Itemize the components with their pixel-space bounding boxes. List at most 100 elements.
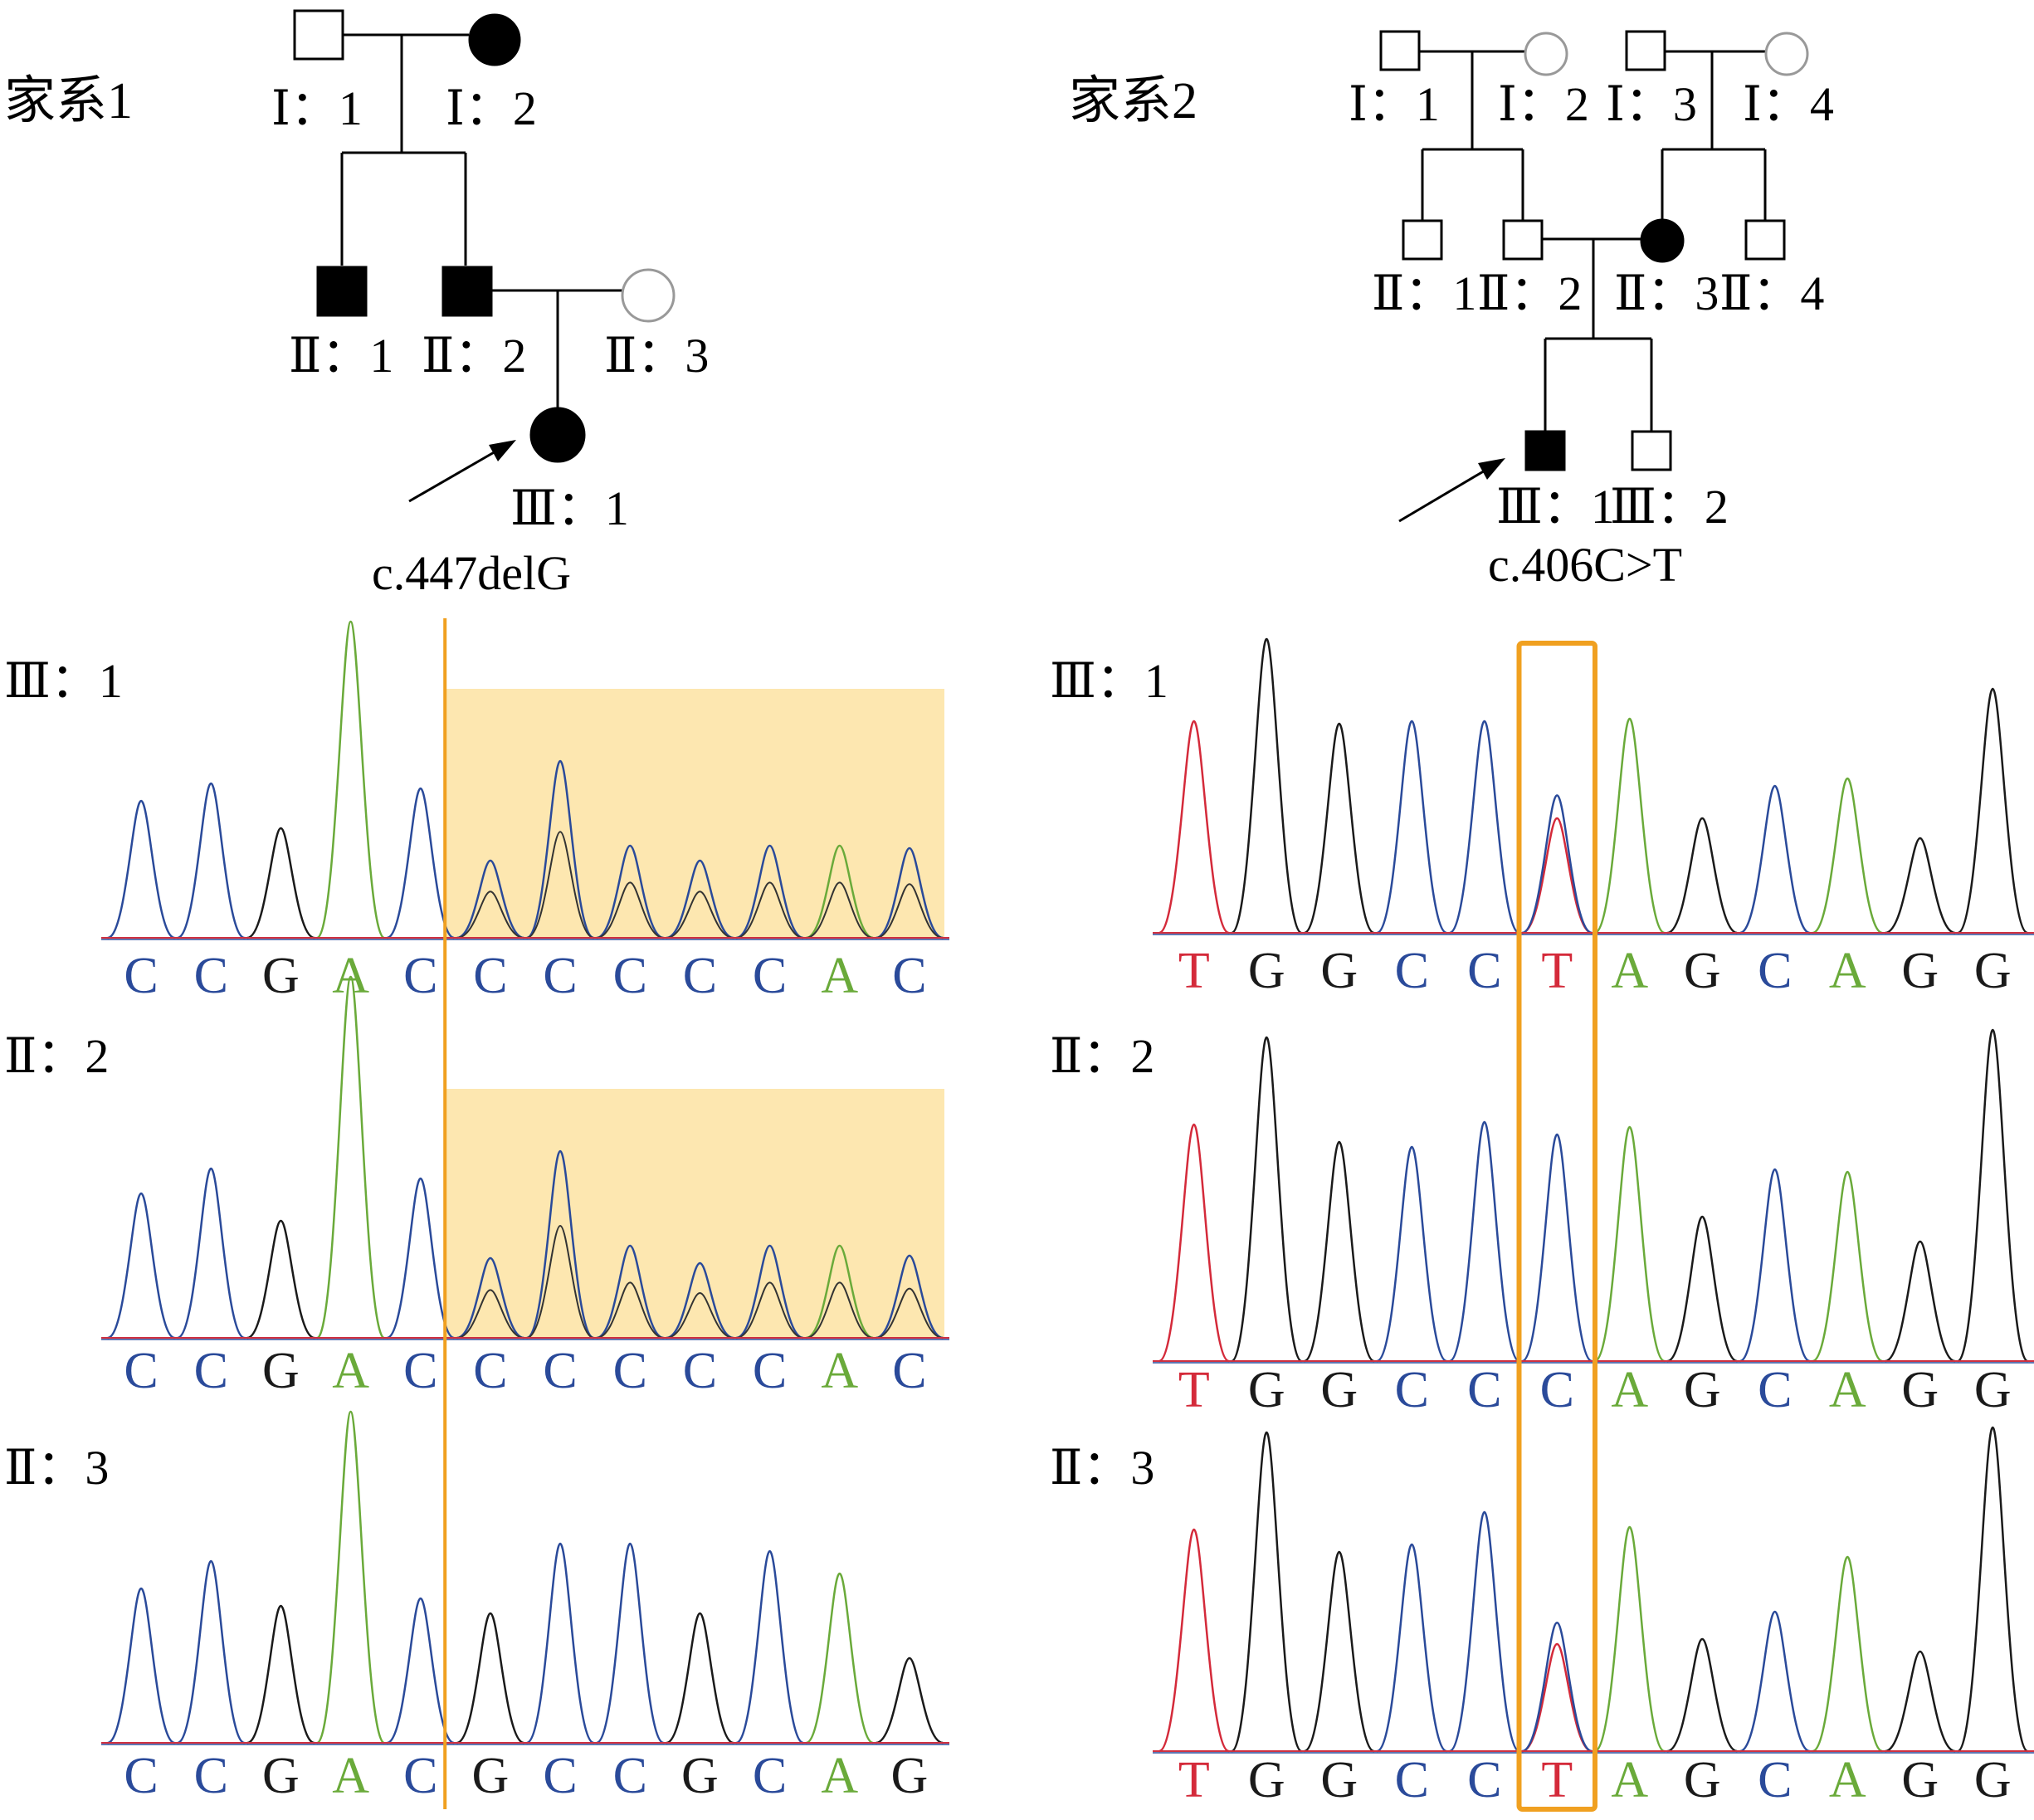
base-call-C: C: [543, 1748, 577, 1804]
f2-II1-male-unaffected-symbol: [1402, 219, 1443, 261]
base-call-G: G: [1684, 943, 1721, 999]
trace-peak-C: [386, 1177, 455, 1339]
base-call-A: A: [821, 1748, 858, 1804]
trace-peak-A: [805, 844, 874, 939]
f1-II2-male-affected-symbol: [441, 266, 493, 317]
f2-II4-label: Ⅱ：4: [1719, 266, 1824, 320]
base-call-C: C: [613, 1343, 647, 1399]
trace-peak-C: [526, 1542, 595, 1744]
base-call-C: C: [124, 1748, 158, 1804]
trace-peak-G: [1885, 1650, 1956, 1753]
trace-peak-C: [735, 1549, 804, 1744]
trace-peak-A: [805, 1244, 874, 1339]
base-call-C: C: [1395, 943, 1429, 999]
trace-peak-C: [1739, 1168, 1811, 1363]
trace-peak-C: [456, 859, 524, 939]
mutation-markers: [443, 618, 1597, 1812]
base-call-T: T: [1541, 1752, 1573, 1808]
trace-peak-A: [315, 975, 386, 1339]
trace-peak-G: [246, 1604, 315, 1744]
trace-peak-C: [526, 1149, 595, 1339]
base-call-C: C: [194, 1343, 228, 1399]
base-call-T: T: [1541, 943, 1573, 999]
base-call-A: A: [1829, 943, 1866, 999]
trace-peak-C: [456, 1256, 524, 1339]
base-call-G: G: [1320, 1362, 1358, 1418]
trace-secondary-peak: [456, 1289, 524, 1339]
trace-peak-C: [107, 1192, 176, 1339]
base-call-G: G: [1248, 1752, 1285, 1808]
f1-proband-arrow-icon: [408, 440, 516, 503]
f1-II2-label: Ⅱ：2: [422, 329, 526, 383]
f2-II2-male-unaffected-symbol: [1502, 219, 1544, 261]
base-call-T: T: [1178, 1752, 1210, 1808]
trace-peak-C: [735, 844, 804, 939]
family2-title: 家系2: [1069, 73, 1197, 129]
f1-I2-label: Ⅰ：2: [446, 81, 537, 135]
f2-II3-female-affected-symbol: [1640, 218, 1685, 263]
deletion-highlight-regions: [445, 689, 944, 1338]
trace-secondary-peak: [876, 883, 944, 939]
base-call-A: A: [1829, 1362, 1866, 1418]
trace-peak-C: [1376, 1145, 1447, 1363]
trace-peak-C: [1376, 1543, 1447, 1753]
trace-secondary-peak: [526, 1224, 594, 1339]
base-call-G: G: [472, 1748, 510, 1804]
trace-het-peak-C: [1521, 794, 1593, 934]
base-call-C: C: [613, 948, 647, 1004]
trace-peak-G: [1666, 1637, 1738, 1753]
trace-peak-G: [456, 1612, 524, 1744]
trace-peak-A: [1812, 777, 1883, 934]
trace-peak-A: [315, 1410, 386, 1744]
f2-I1-label: Ⅰ：1: [1349, 77, 1440, 131]
trace-peak-C: [666, 1261, 734, 1339]
trace-peak-C: [386, 1597, 455, 1744]
trace-peak-C: [876, 847, 944, 939]
trace-peak-A: [1812, 1170, 1883, 1363]
trace-peak-G: [1885, 837, 1956, 934]
trace-peak-T: [1158, 1123, 1230, 1363]
trace-secondary-peak: [666, 1291, 734, 1339]
base-call-G: G: [681, 1748, 719, 1804]
trace-peak-C: [1449, 1510, 1520, 1753]
trace-peak-C: [1739, 1610, 1811, 1753]
f2-II1-label: Ⅱ：1: [1372, 266, 1476, 320]
family1-title: 家系1: [4, 73, 133, 129]
f1-III1-label: Ⅲ：1: [510, 481, 629, 535]
f2-I2-female-unaffected-symbol: [1524, 32, 1568, 76]
f2-proband-arrow-icon: [1398, 458, 1505, 523]
f1-trace1-label: Ⅲ：1: [4, 654, 123, 708]
trace-het-peak-C: [1521, 1621, 1593, 1753]
f2-II4-male-unaffected-symbol: [1744, 219, 1786, 261]
trace-peak-C: [876, 1254, 944, 1339]
base-call-C: C: [683, 1343, 717, 1399]
f2-I4-label: Ⅰ：4: [1743, 77, 1834, 131]
f1-trace3-label: Ⅱ：3: [4, 1441, 109, 1495]
base-call-A: A: [1829, 1752, 1866, 1808]
trace-peak-G: [1666, 817, 1738, 934]
base-call-G: G: [262, 1748, 300, 1804]
f2-trace1-label: Ⅲ：1: [1050, 654, 1168, 708]
f2-mutation-label: c.406C>T: [1488, 538, 1682, 592]
f1-II1-male-affected-symbol: [316, 266, 368, 317]
base-call-G: G: [1248, 1362, 1285, 1418]
base-call-A: A: [332, 948, 369, 1004]
base-call-C: C: [194, 1748, 228, 1804]
trace-peak-T: [1158, 720, 1230, 934]
f2-II3-label: Ⅱ：3: [1614, 266, 1719, 320]
f1-II3-female-unaffected-symbol: [621, 268, 676, 323]
base-call-G: G: [1901, 1752, 1939, 1808]
base-call-A: A: [332, 1748, 369, 1804]
base-call-G: G: [1684, 1362, 1721, 1418]
trace-peak-G: [876, 1657, 944, 1744]
base-call-G: G: [1974, 1362, 2012, 1418]
base-call-C: C: [1758, 1362, 1792, 1418]
trace-peak-C: [1739, 784, 1811, 934]
trace-peak-C: [666, 859, 734, 939]
trace-secondary-peak: [456, 890, 524, 939]
trace-peak-C: [177, 782, 246, 939]
base-call-G: G: [1974, 1752, 2012, 1808]
base-call-C: C: [683, 948, 717, 1004]
